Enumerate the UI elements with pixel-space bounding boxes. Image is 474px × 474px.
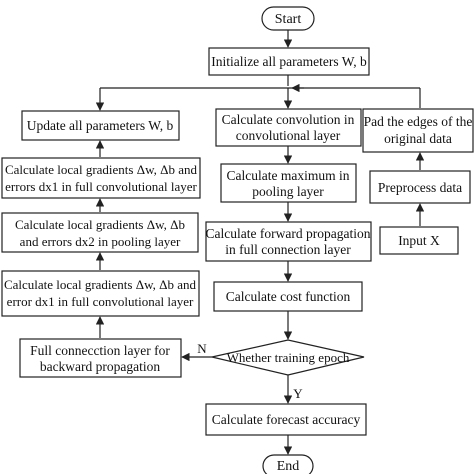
- decision-label: Whether training epoch: [227, 350, 350, 365]
- conv-line-2: convolutional layer: [236, 128, 341, 143]
- forward-line-1: Calculate forward propagation: [206, 226, 371, 241]
- update-node: Update all parameters W, b: [21, 110, 180, 141]
- forward-node: Calculate forward propagation in full co…: [205, 221, 372, 262]
- preprocess-label: Preprocess data: [378, 180, 462, 195]
- grad-pool-line-1: Calculate local gradients Δw, Δb: [15, 217, 185, 232]
- grad-conv-top-line-1: Calculate local gradients Δw, Δb and: [5, 162, 198, 177]
- edge-label-yes: Y: [293, 386, 303, 401]
- grad-pool-line-2: and errors dx2 in pooling layer: [20, 234, 181, 249]
- pool-max-line-2: pooling layer: [252, 184, 324, 199]
- cost-label: Calculate cost function: [226, 289, 351, 304]
- conv-line-1: Calculate convolution in: [222, 112, 355, 127]
- input-node: Input X: [379, 226, 459, 255]
- accuracy-label: Calculate forecast accuracy: [212, 412, 361, 427]
- pool-max-node: Calculate maximum in pooling layer: [220, 163, 357, 203]
- grad-conv-bottom-line-2: error dx1 in full convolutional layer: [7, 294, 194, 309]
- pad-line-2: original data: [384, 131, 452, 146]
- decision-node: Whether training epoch: [211, 339, 365, 376]
- grad-conv-bottom-node: Calculate local gradients Δw, Δb and err…: [1, 270, 200, 317]
- init-node: Initialize all parameters W, b: [208, 47, 370, 76]
- pad-line-1: Pad the edges of the: [364, 114, 473, 129]
- backward-line-1: Full connecction layer for: [30, 343, 170, 358]
- cost-node: Calculate cost function: [213, 281, 363, 312]
- update-label: Update all parameters W, b: [27, 118, 174, 133]
- accuracy-node: Calculate forecast accuracy: [205, 403, 367, 436]
- input-label: Input X: [398, 233, 440, 248]
- grad-conv-top-line-2: errors dx1 in full convolutional layer: [5, 179, 197, 194]
- grad-conv-bottom-line-1: Calculate local gradients Δw, Δb and: [4, 277, 197, 292]
- pad-node: Pad the edges of the original data: [362, 108, 474, 153]
- end-node: End: [262, 454, 314, 474]
- forward-line-2: in full connection layer: [225, 242, 351, 257]
- backward-line-2: backward propagation: [40, 359, 161, 374]
- edge-label-no: N: [197, 341, 207, 356]
- grad-conv-top-node: Calculate local gradients Δw, Δb and err…: [1, 157, 201, 199]
- init-label: Initialize all parameters W, b: [211, 54, 367, 69]
- preprocess-node: Preprocess data: [369, 170, 471, 204]
- grad-pool-node: Calculate local gradients Δw, Δb and err…: [1, 212, 199, 253]
- conv-node: Calculate convolution in convolutional l…: [215, 108, 362, 147]
- pool-max-line-1: Calculate maximum in: [227, 168, 350, 183]
- end-label: End: [277, 459, 300, 474]
- start-node: Start: [261, 6, 315, 31]
- backward-node: Full connecction layer for backward prop…: [19, 338, 182, 378]
- start-label: Start: [275, 12, 302, 27]
- connectors: [95, 30, 425, 455]
